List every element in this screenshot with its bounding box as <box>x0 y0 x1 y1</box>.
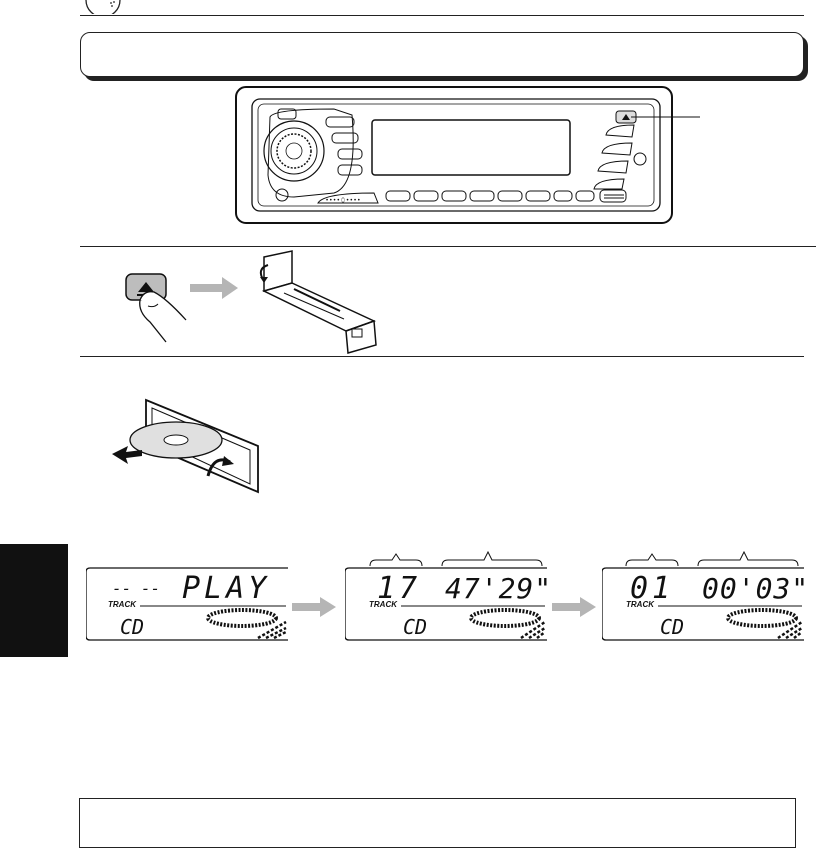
eject-press-illustration <box>120 262 200 346</box>
lcd-2-source: CD <box>403 615 427 639</box>
lcd-1-source: CD <box>120 615 144 639</box>
car-stereo-illustration: • • • • ⬯ • • • • <box>234 85 714 225</box>
lcd-2-main: 47'29" <box>445 572 549 605</box>
section-side-tab <box>0 544 68 657</box>
svg-text:• • • • ⬯ • • • •: • • • • ⬯ • • • • <box>326 197 360 204</box>
lcd-1-main: PLAY <box>182 571 270 606</box>
arrow-right-icon <box>190 277 240 299</box>
lcd-3-main: 00'03" <box>702 572 806 605</box>
lcd-1-label: TRACK <box>108 600 137 609</box>
lcd-screen-2-bracket <box>366 548 552 568</box>
note-box <box>79 798 796 848</box>
arrow-right-icon <box>552 597 596 617</box>
section-rule-1 <box>80 246 816 247</box>
lcd-screen-3: 01 00'03" TRACK CD <box>601 566 808 642</box>
lcd-1-track: -- -- <box>112 579 160 598</box>
lcd-3-track: 01 <box>630 571 674 606</box>
insert-disc-illustration <box>110 396 265 498</box>
lcd-3-source: CD <box>660 615 684 639</box>
header-rule <box>80 15 804 16</box>
header-disc-icon <box>84 0 124 18</box>
lcd-screen-1: -- -- PLAY TRACK CD <box>85 566 290 642</box>
lcd-2-label: TRACK <box>369 600 398 609</box>
lcd-3-label: TRACK <box>626 600 655 609</box>
section-title-bar <box>80 32 804 77</box>
lcd-screen-2: 17 47'29" TRACK CD <box>344 566 551 642</box>
open-panel-illustration <box>254 249 382 355</box>
section-rule-2 <box>80 356 804 357</box>
lcd-screen-3-bracket <box>622 548 808 568</box>
arrow-right-icon <box>292 597 336 617</box>
lcd-2-track: 17 <box>377 571 421 606</box>
